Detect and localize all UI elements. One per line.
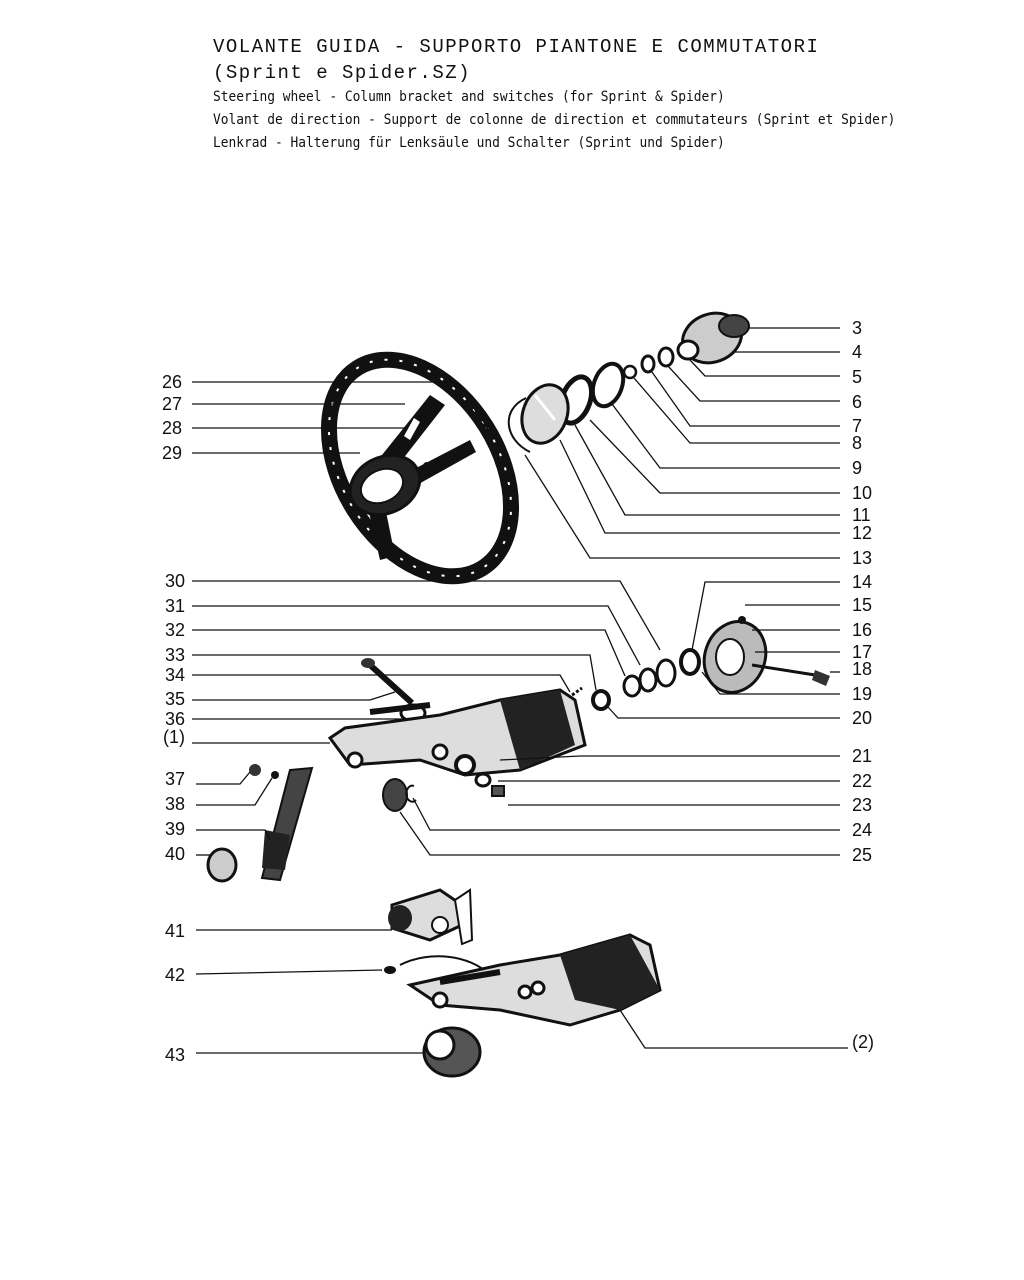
callout-13: 13: [852, 548, 872, 568]
callout-28: 28: [162, 418, 182, 438]
callout-16: 16: [852, 620, 872, 640]
callout-42: 42: [165, 965, 185, 985]
steering-wheel: [320, 351, 520, 585]
callout-34: 34: [165, 665, 185, 685]
column-bracket-sprint: [327, 688, 587, 812]
callout-3: 3: [852, 318, 862, 338]
callout-23: 23: [852, 795, 872, 815]
callout-12: 12: [852, 523, 872, 543]
callout-9: 9: [852, 458, 862, 478]
callout-14: 14: [852, 572, 872, 592]
page-header: VOLANTE GUIDA - SUPPORTO PIANTONE E COMM…: [213, 34, 955, 155]
callout-21: 21: [852, 746, 872, 766]
callout-36: 36: [165, 709, 185, 729]
callout-26: 26: [162, 372, 182, 392]
callout-7: 7: [852, 416, 862, 436]
callout-2: (2): [852, 1032, 874, 1052]
callout-27: 27: [162, 394, 182, 414]
callout-numbers: 3 4 5 6 7 8 9 10 11 12 13 14 15 16 17 18…: [162, 318, 874, 1065]
ignition-lock: [388, 888, 474, 946]
callout-4: 4: [852, 342, 862, 362]
callout-1: (1): [163, 727, 185, 747]
subtitle-english: Steering wheel - Column bracket and swit…: [213, 89, 725, 105]
column-bracket-sz: [384, 933, 662, 1078]
callout-8: 8: [852, 433, 862, 453]
callout-40: 40: [165, 844, 185, 864]
callout-15: 15: [852, 595, 872, 615]
callout-22: 22: [852, 771, 872, 791]
callout-25: 25: [852, 845, 872, 865]
callout-6: 6: [852, 392, 862, 412]
callout-30: 30: [165, 571, 185, 591]
callout-31: 31: [165, 596, 185, 616]
title-italian-line2: (Sprint e Spider.SZ): [213, 62, 472, 84]
callout-38: 38: [165, 794, 185, 814]
subtitle-german: Lenkrad - Halterung für Lenksäule und Sc…: [213, 135, 725, 151]
callout-20: 20: [852, 708, 872, 728]
callout-19: 19: [852, 684, 872, 704]
leader-lines: [192, 327, 848, 1054]
title-italian-line1: VOLANTE GUIDA - SUPPORTO PIANTONE E COMM…: [213, 36, 820, 58]
callout-5: 5: [852, 367, 862, 387]
callout-11: 11: [852, 505, 871, 525]
callout-32: 32: [165, 620, 185, 640]
callout-43: 43: [165, 1045, 185, 1065]
subtitle-french: Volant de direction - Support de colonne…: [213, 112, 896, 128]
lever-bracket: [206, 764, 314, 883]
callout-18: 18: [852, 659, 872, 679]
callout-41: 41: [165, 921, 185, 941]
callout-39: 39: [165, 819, 185, 839]
callout-17: 17: [852, 642, 872, 662]
callout-35: 35: [165, 689, 185, 709]
callout-10: 10: [852, 483, 872, 503]
column-upper-parts: [479, 311, 750, 453]
callout-33: 33: [165, 645, 185, 665]
callout-29: 29: [162, 443, 182, 463]
callout-37: 37: [165, 769, 185, 789]
callout-24: 24: [852, 820, 872, 840]
column-mid-parts: [361, 616, 830, 723]
